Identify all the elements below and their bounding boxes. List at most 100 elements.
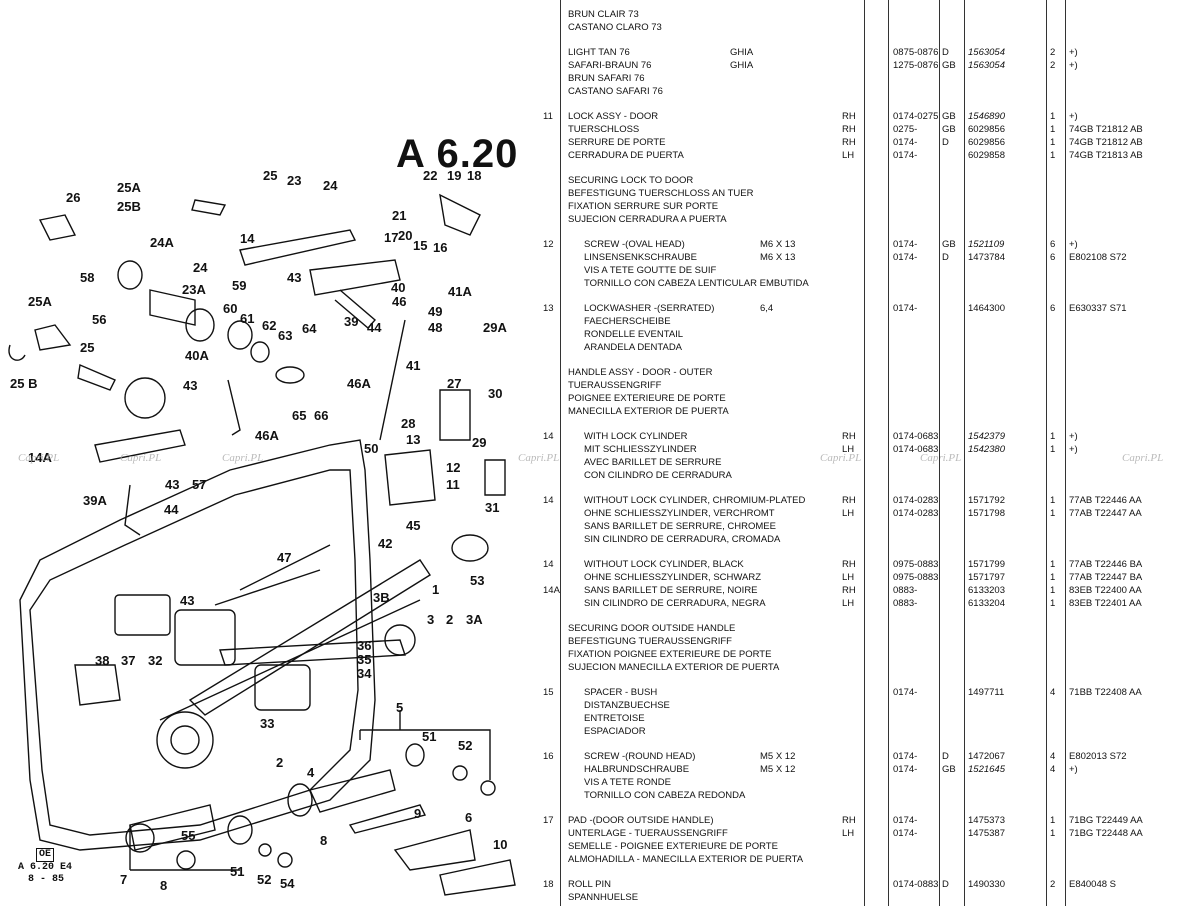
table-row: RONDELLE EVENTAIL (540, 328, 1200, 341)
part-description: LOCK ASSY - DOOR (568, 111, 659, 123)
column-divider (1046, 0, 1047, 906)
version-market: GB (942, 239, 956, 251)
item-number: 18 (543, 879, 554, 891)
callout-label: 23 (287, 173, 301, 188)
part-description: SUJECION MANECILLA EXTERIOR DE PUERTA (568, 661, 780, 673)
callout-label: 46A (347, 376, 371, 391)
column-divider (560, 0, 561, 906)
part-description: SANS BARILLET DE SERRURE, NOIRE (584, 585, 758, 596)
part-description: SANS BARILLET DE SERRURE, CHROMEE (584, 521, 776, 532)
watermark: Capri.PL (518, 452, 560, 464)
item-number: 15 (543, 687, 554, 699)
quantity: 1 (1050, 124, 1056, 136)
part-description: UNTERLAGE - TUERAUSSENGRIFF (568, 828, 728, 840)
callout-label: 25A (28, 294, 52, 309)
column-divider (964, 0, 965, 906)
quantity: 6 (1050, 252, 1056, 264)
callout-label: 49 (428, 304, 442, 319)
part-description: SPANNHUELSE (568, 892, 639, 904)
callout-label: 43 (165, 477, 179, 492)
version-market: GB (942, 764, 956, 776)
part-number: 1571798 (968, 508, 1005, 520)
part-number: 1521109 (968, 239, 1005, 251)
side: RH (842, 111, 856, 123)
callout-label: 4 (307, 765, 315, 780)
callout-label: 44 (367, 320, 382, 335)
side: RH (842, 137, 856, 148)
callout-label: 43 (287, 270, 301, 285)
version-market: D (942, 47, 949, 59)
engineering-number: +) (1069, 764, 1078, 776)
callout-label: 15 (413, 238, 427, 253)
part-number: 1542379 (968, 431, 1005, 443)
date-range: 0174- (893, 687, 918, 699)
diagram-callouts: 26 25A 25B 25 23 24 22 19 18 21 20 17 15… (10, 168, 507, 893)
size-spec: M6 X 13 (760, 239, 796, 251)
quantity: 1 (1050, 137, 1056, 148)
engineering-number: 83EB T22401 AA (1069, 597, 1142, 609)
quantity: 1 (1050, 828, 1056, 840)
part-description: MIT SCHLIESSZYLINDER (584, 444, 697, 456)
engineering-number: 71BB T22408 AA (1069, 687, 1142, 699)
part-number: 1563054 (968, 47, 1005, 59)
date-range: 0975-0883 (893, 572, 939, 584)
engineering-number: 77AB T22447 AA (1069, 508, 1142, 520)
side: LH (842, 508, 855, 520)
callout-label: 29A (483, 320, 507, 335)
engineering-number: 77AB T22447 BA (1069, 572, 1143, 584)
table-row (540, 674, 1200, 687)
side: LH (842, 572, 855, 584)
table-row: MANECILLA EXTERIOR DE PUERTA (540, 405, 1200, 418)
table-row (540, 290, 1200, 303)
part-number: 1571792 (968, 495, 1005, 507)
table-row: SEMELLE - POIGNEE EXTERIEURE DE PORTE (540, 840, 1200, 853)
column-divider (888, 0, 889, 906)
table-row: BEFESTIGUNG TUERSCHLOSS AN TUER (540, 187, 1200, 200)
callout-label: 61 (240, 311, 254, 326)
part-description: WITH LOCK CYLINDER (584, 431, 688, 443)
callout-label: 31 (485, 500, 499, 515)
table-row: BEFESTIGUNG TUERAUSSENGRIFF (540, 635, 1200, 648)
part-description: SCREW -(OVAL HEAD) (584, 239, 685, 251)
callout-label: 41 (406, 358, 420, 373)
table-row: CASTANO CLARO 73 (540, 21, 1200, 34)
side: RH (842, 559, 856, 571)
table-row (540, 162, 1200, 175)
table-row: TUERAUSSENGRIFF (540, 379, 1200, 392)
part-description: ENTRETOISE (584, 713, 645, 724)
version-market: GB (942, 60, 956, 72)
engineering-number: E630337 S71 (1069, 303, 1127, 315)
part-number: 1571799 (968, 559, 1005, 571)
table-row: VIS A TETE GOUTTE DE SUIF (540, 264, 1200, 277)
callout-label: 22 (423, 168, 437, 183)
version-market: GB (942, 124, 956, 136)
callout-label: 25A (117, 180, 141, 195)
table-row: SIN CILINDRO DE CERRADURA, CROMADA (540, 533, 1200, 546)
callout-label: 14 (240, 231, 255, 246)
quantity: 1 (1050, 111, 1056, 123)
callout-label: 1 (432, 582, 439, 597)
part-description: MANECILLA EXTERIOR DE PUERTA (568, 405, 729, 417)
callout-label: 35 (357, 652, 371, 667)
date-range: 0174- (893, 303, 918, 315)
table-row: HANDLE ASSY - DOOR - OUTER (540, 366, 1200, 379)
part-description: ARANDELA DENTADA (584, 341, 683, 353)
date-range: 0174- (893, 239, 918, 251)
callout-label: 65 (292, 408, 306, 423)
part-description: TUERSCHLOSS (568, 124, 640, 136)
table-row (540, 354, 1200, 367)
quantity: 2 (1050, 879, 1056, 891)
quantity: 1 (1050, 495, 1056, 507)
callout-label: 57 (192, 477, 206, 492)
engineering-number: E802108 S72 (1069, 252, 1127, 264)
callout-label: 52 (257, 872, 271, 887)
size-spec: 6,4 (760, 303, 774, 315)
